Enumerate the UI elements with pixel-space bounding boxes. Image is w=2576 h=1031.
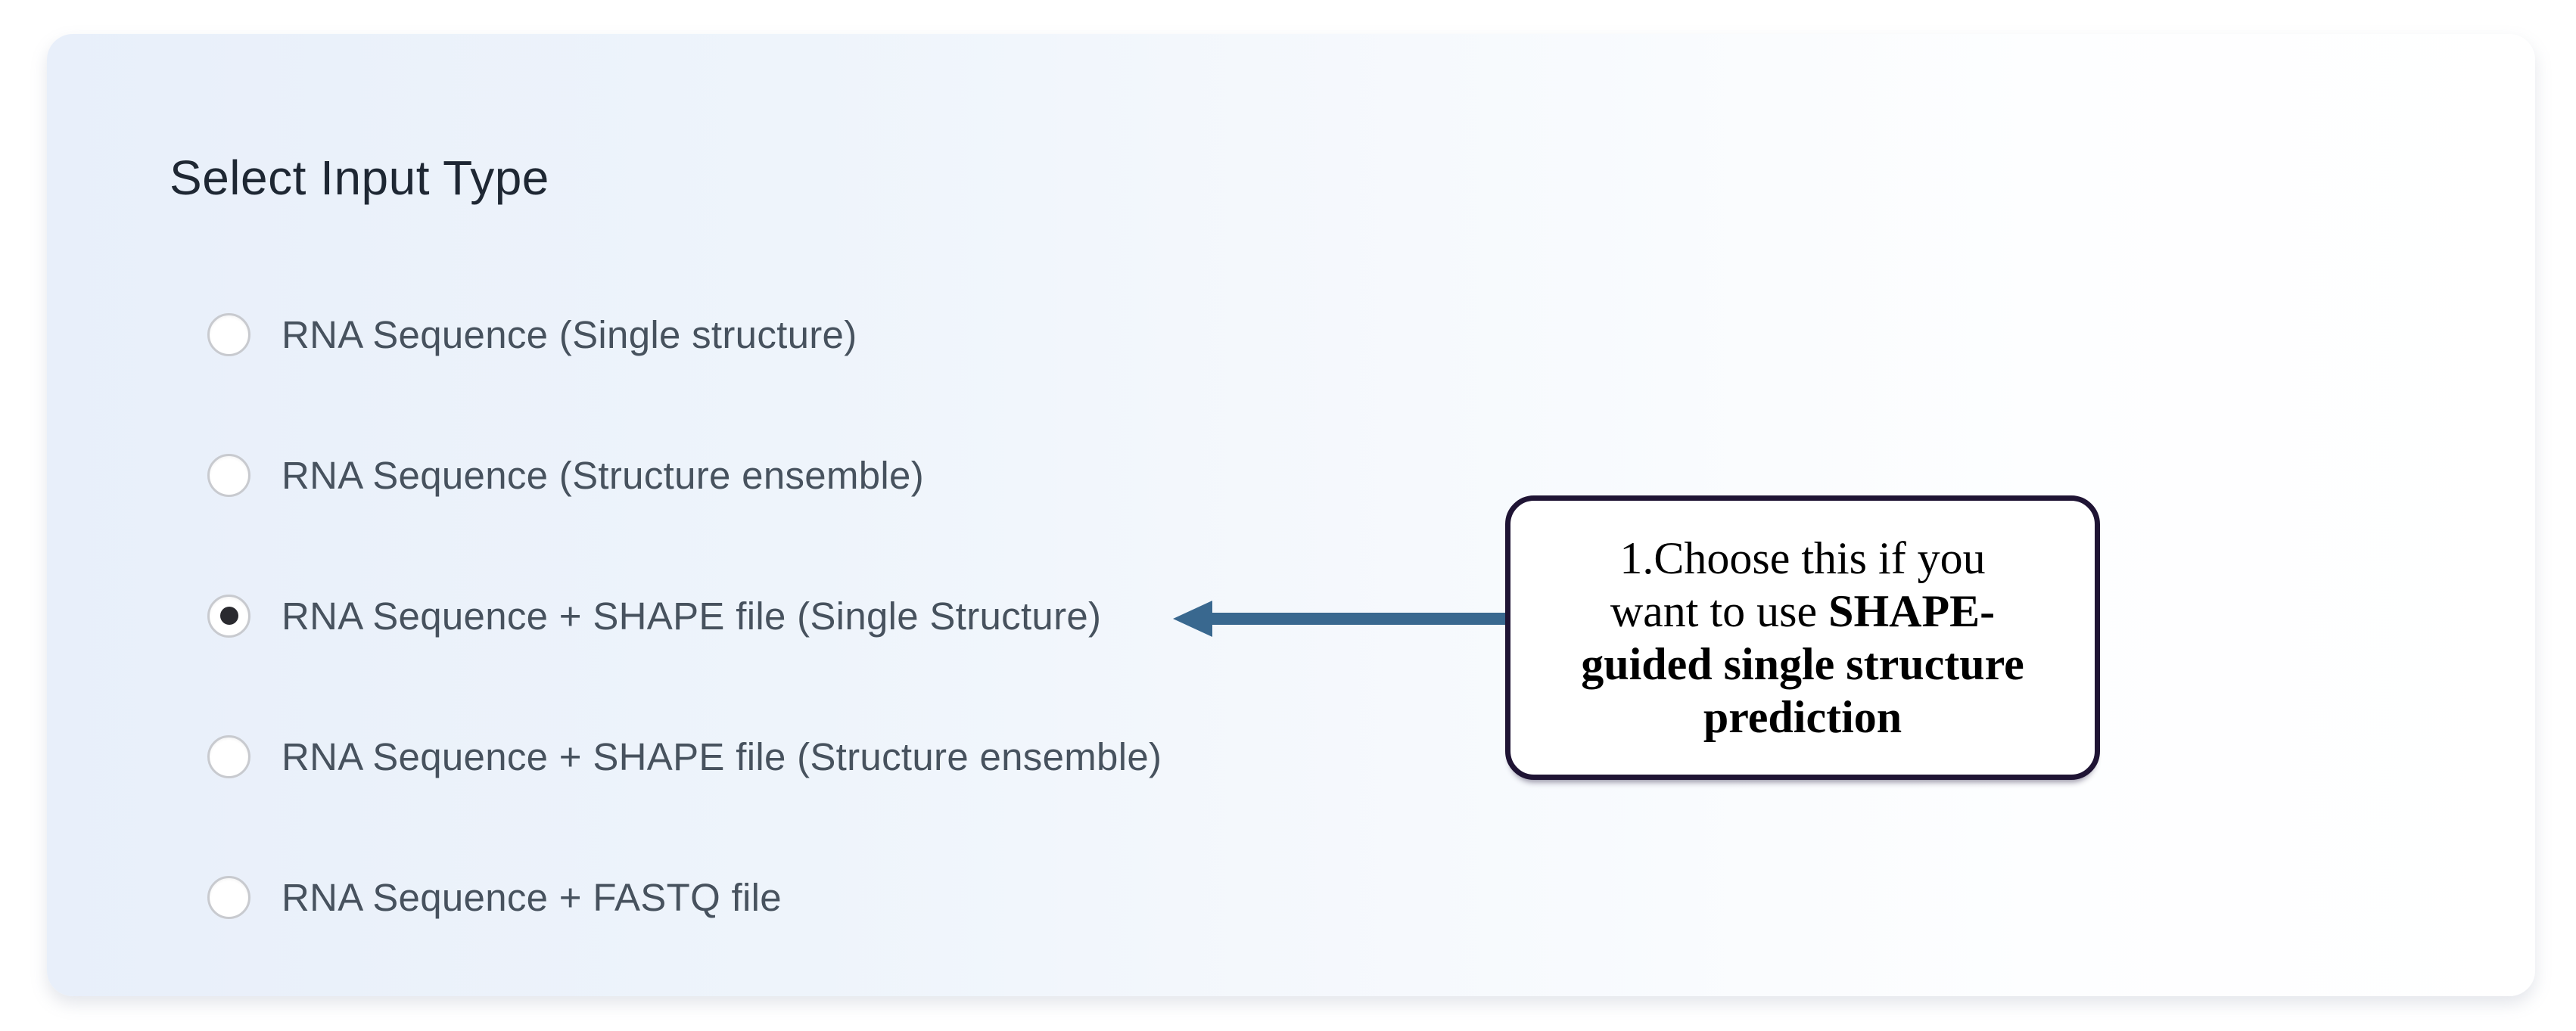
radio-dot-icon xyxy=(219,607,238,625)
radio-button[interactable] xyxy=(207,312,250,356)
radio-button-selected[interactable] xyxy=(207,594,250,638)
input-type-panel: Select Input Type RNA Sequence (Single s… xyxy=(47,34,2535,996)
radio-button[interactable] xyxy=(207,875,250,919)
arrow-head xyxy=(1173,601,1212,637)
radio-dot-icon xyxy=(220,325,238,343)
radio-option-rna-sequence-ensemble[interactable]: RNA Sequence (Structure ensemble) xyxy=(207,453,1162,497)
left-arrow-icon xyxy=(1173,601,1506,637)
radio-option-rna-sequence-single[interactable]: RNA Sequence (Single structure) xyxy=(207,312,1162,356)
radio-dot-icon xyxy=(220,747,238,765)
annotation-line: 1.Choose this if you xyxy=(1619,533,1986,583)
radio-option-rna-fastq[interactable]: RNA Sequence + FASTQ file xyxy=(207,875,1162,919)
radio-option-label[interactable]: RNA Sequence (Structure ensemble) xyxy=(282,453,924,497)
radio-dot-icon xyxy=(220,888,238,906)
arrow-shaft xyxy=(1212,613,1506,625)
radio-option-label[interactable]: RNA Sequence (Single structure) xyxy=(282,312,857,356)
page-title: Select Input Type xyxy=(170,151,549,205)
radio-dot-icon xyxy=(220,466,238,484)
annotation-line: guided single structure xyxy=(1581,639,2024,689)
radio-option-label[interactable]: RNA Sequence + FASTQ file xyxy=(282,875,782,919)
radio-option-label[interactable]: RNA Sequence + SHAPE file (Single Struct… xyxy=(282,594,1102,638)
radio-button[interactable] xyxy=(207,453,250,497)
radio-option-rna-shape-single[interactable]: RNA Sequence + SHAPE file (Single Struct… xyxy=(207,594,1162,638)
radio-option-rna-shape-ensemble[interactable]: RNA Sequence + SHAPE file (Structure ens… xyxy=(207,734,1162,778)
annotation-line: prediction xyxy=(1703,692,1902,742)
radio-button[interactable] xyxy=(207,734,250,778)
annotation-line: want to use SHAPE- xyxy=(1610,586,1996,636)
radio-option-label[interactable]: RNA Sequence + SHAPE file (Structure ens… xyxy=(282,734,1162,778)
annotation-callout: 1.Choose this if you want to use SHAPE- … xyxy=(1505,495,2100,780)
radio-group-input-type: RNA Sequence (Single structure) RNA Sequ… xyxy=(207,312,1162,919)
